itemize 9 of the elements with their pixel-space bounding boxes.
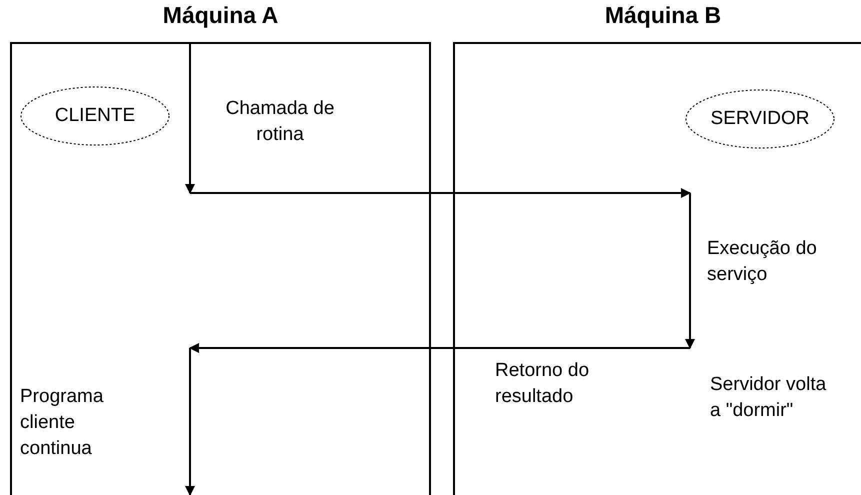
step-note: Programa cliente continua [20,385,104,461]
step-note: Execução do serviço [707,237,818,287]
machine-heading: Máquina A [162,2,280,29]
machine-heading: Máquina B [604,2,722,29]
step-note: Servidor volta a "dormir" [710,373,828,423]
step-note: Retorno do resultado [495,359,590,409]
process-ellipse: SERVIDOR [685,89,835,149]
process-ellipse: CLIENTE [20,86,170,146]
step-note: Chamada de rotina [224,97,336,147]
